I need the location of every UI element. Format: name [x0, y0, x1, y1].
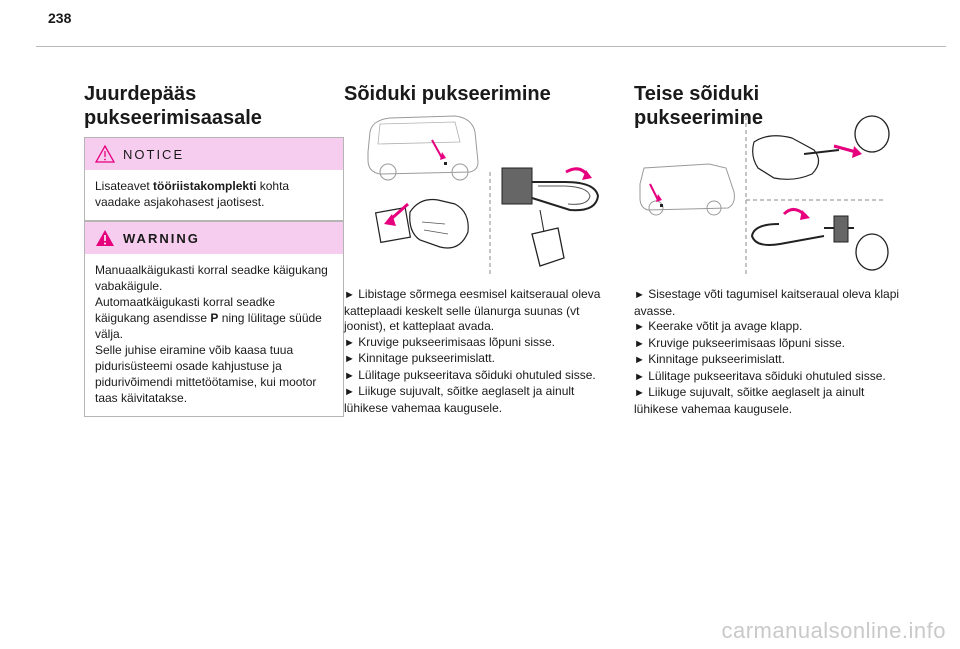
rear-towing-steps: ► Sisestage võti tagumisel kaitseraual o…	[634, 287, 904, 417]
list-item: ► Liikuge sujuvalt, sõitke aeglaselt ja …	[344, 384, 575, 415]
warning-box: WARNING Manuaalkäigukasti korral seadke …	[84, 221, 344, 417]
list-item: ► Kinnitage pukseerimislatt.	[634, 352, 785, 366]
list-item: ► Kruvige pukseerimisaas lõpuni sisse.	[344, 334, 555, 349]
warning-triangle-icon	[96, 230, 114, 246]
warning-header: WARNING	[85, 222, 343, 254]
list-item: ► Lülitage pukseeritava sõiduki ohutuled…	[634, 368, 886, 383]
rear-towing-illustration	[639, 115, 890, 274]
page-number: 238	[48, 10, 72, 26]
list-item: ► Sisestage võti tagumisel kaitseraual o…	[634, 287, 900, 318]
section-title: Teise sõiduki pukseerimine	[634, 83, 763, 129]
notice-body: Lisateavet tööriistakomplekti kohta vaad…	[95, 179, 290, 209]
list-item: ► Libistage sõrmega eesmisel kaitseraual…	[344, 287, 601, 333]
list-item: ► Kinnitage pukseerimislatt.	[344, 351, 495, 365]
list-item: ► Liikuge sujuvalt, sõitke aeglaselt ja …	[634, 385, 865, 416]
list-item: ► Lülitage pukseeritava sõiduki ohutuled…	[344, 367, 596, 382]
warning-label: WARNING	[123, 230, 200, 246]
section-title: Juurdepääs pukseerimisaasale	[84, 83, 262, 129]
notice-header: NOTICE	[85, 138, 343, 170]
notice-box: NOTICE Lisateavet tööriistakomplekti koh…	[84, 137, 344, 221]
notice-triangle-icon	[95, 145, 115, 163]
section-vehicle-towing: Sõiduki pukseerimine	[344, 82, 602, 106]
section-towing-another-vehicle: Teise sõiduki pukseerimine	[634, 82, 892, 130]
section-towing-eye-access: Juurdepääs pukseerimisaasale	[84, 82, 342, 130]
towing-steps: ► Libistage sõrmega eesmisel kaitseraual…	[344, 287, 616, 416]
warning-body: Manuaalkäigukasti korral seadke käigukan…	[95, 263, 328, 405]
towing-cover-illustration	[367, 115, 600, 274]
watermark: carmanualsonline.info	[721, 618, 946, 643]
section-title: Sõiduki pukseerimine	[344, 83, 551, 105]
list-item: ► Kruvige pukseerimisaas lõpuni sisse.	[634, 335, 845, 350]
notice-label: NOTICE	[123, 146, 185, 162]
list-item: ► Keerake võtit ja avage klapp.	[634, 319, 803, 333]
header-rule	[36, 46, 946, 47]
